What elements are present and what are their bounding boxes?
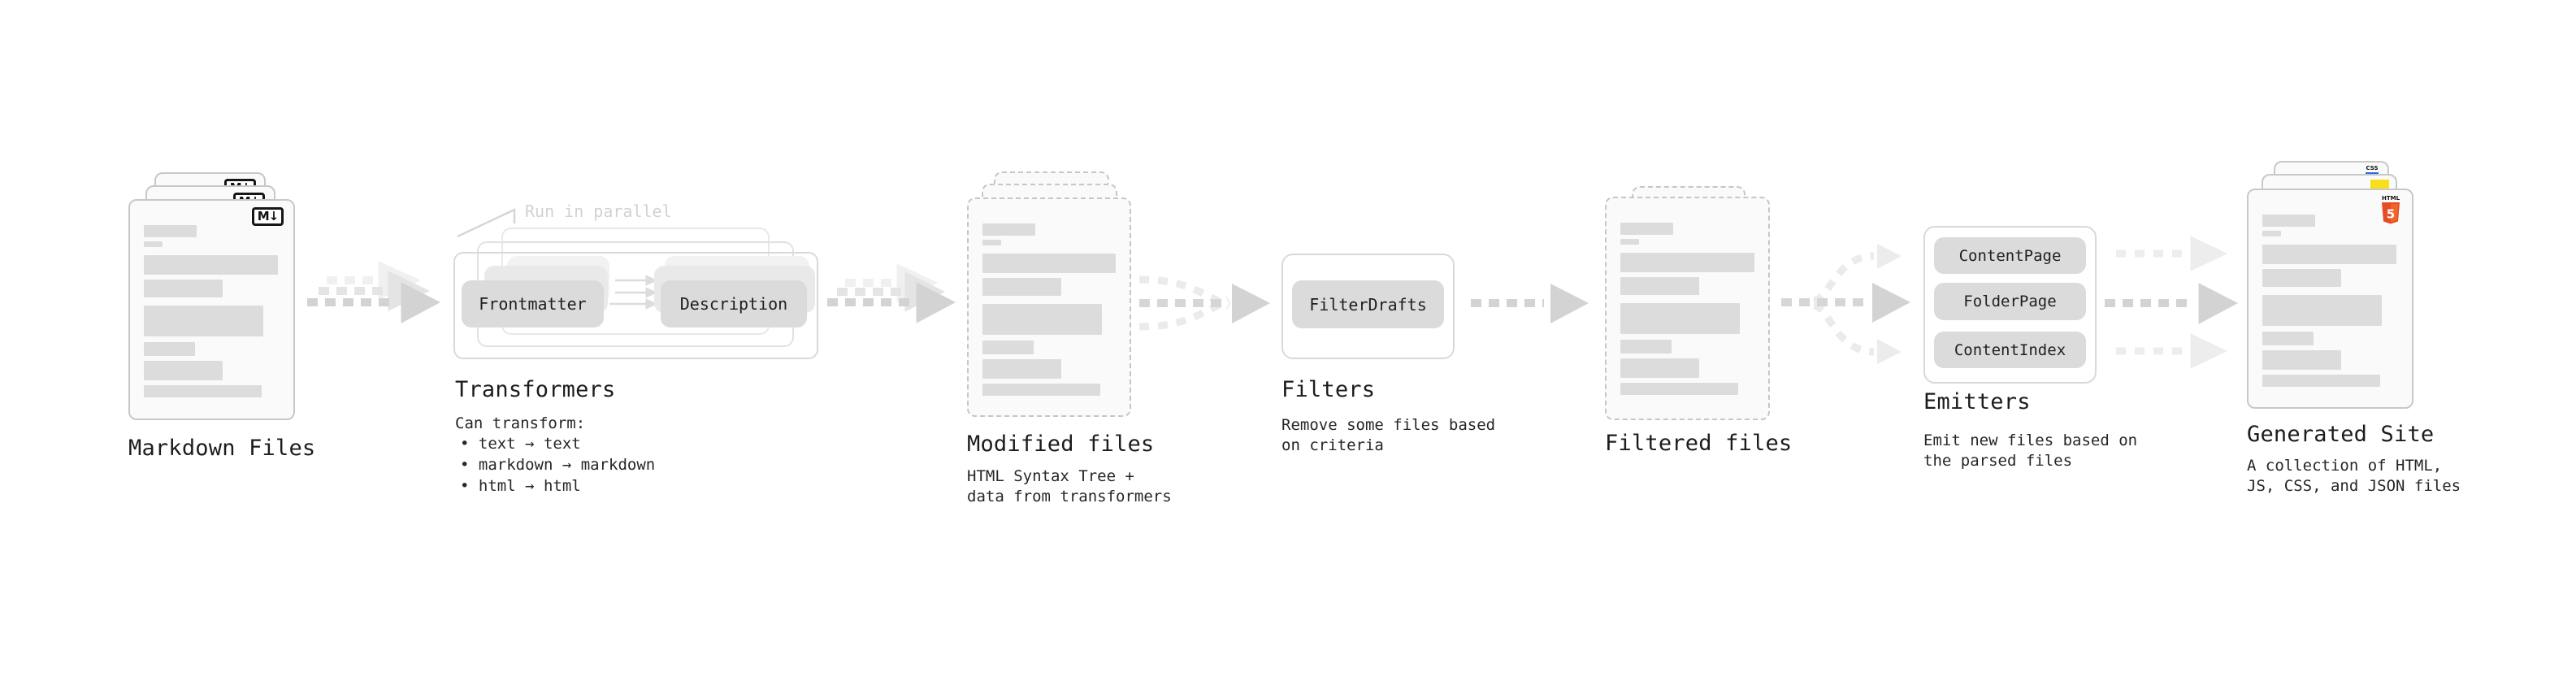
css-icon-label: CSS — [2366, 165, 2379, 171]
doc-content-bar — [144, 241, 163, 247]
filters-heading: Filters — [1281, 377, 1376, 402]
doc-content-bar — [1620, 239, 1639, 245]
filters-note: Remove some files based on criteria — [1281, 416, 1496, 454]
doc-content-bar — [1620, 340, 1672, 354]
js-icon — [2370, 180, 2389, 189]
doc-content-bar — [144, 385, 262, 397]
doc-content-bar — [144, 280, 223, 297]
frontmatter-chip: Frontmatter — [462, 280, 604, 327]
arrow-transformers-to-modified — [827, 263, 956, 323]
transformers-bullets: • text → text • markdown → markdown • ht… — [460, 433, 655, 497]
doc-content-bar — [2262, 269, 2341, 287]
doc-content-bar — [144, 306, 263, 336]
doc-content-bar — [982, 254, 1116, 273]
doc-content-bar — [982, 240, 1001, 245]
doc-content-bar — [1620, 277, 1699, 295]
annotation-callout-line — [457, 208, 516, 238]
doc-content-bar — [144, 255, 278, 275]
doc-content-bar — [982, 304, 1102, 335]
markdown-files-label: Markdown Files — [128, 436, 316, 461]
run-in-parallel-annotation: Run in parallel — [525, 202, 672, 221]
transformers-heading: Transformers — [455, 377, 616, 402]
doc-content-bar — [2262, 295, 2382, 326]
filtered-files-label: Filtered files — [1605, 431, 1793, 456]
modified-files-note: HTML Syntax Tree + data from transformer… — [967, 467, 1172, 505]
arrow-filtered-to-emitters — [1781, 244, 1910, 364]
generated-file-card: HTML 5 — [2247, 189, 2413, 409]
doc-content-bar — [1620, 358, 1699, 378]
doc-content-bar — [2262, 350, 2341, 370]
doc-content-bar — [982, 359, 1061, 379]
doc-content-bar — [982, 278, 1061, 296]
doc-content-bar — [2262, 245, 2396, 264]
arrow-modified-to-filters — [1138, 275, 1270, 331]
modified-file-card — [967, 197, 1131, 417]
bullet-item: • markdown → markdown — [460, 456, 656, 474]
contentpage-chip: ContentPage — [1934, 237, 2086, 274]
doc-content-bar — [1620, 303, 1740, 334]
doc-content-bar — [982, 223, 1035, 236]
svg-text:5: 5 — [2387, 207, 2395, 222]
html5-icon-label: HTML — [2381, 195, 2400, 202]
generated-site-label: Generated Site — [2247, 422, 2435, 447]
arrow-emitters-to-generated — [2105, 236, 2239, 369]
transformers-note-title: Can transform: — [455, 414, 586, 432]
html5-icon: HTML 5 — [2380, 195, 2401, 224]
doc-content-bar — [1620, 223, 1673, 235]
bullet-item: • text → text — [460, 435, 581, 453]
doc-content-bar — [2262, 215, 2315, 227]
arrow-filters-to-filtered — [1471, 284, 1589, 323]
contentindex-chip: ContentIndex — [1934, 332, 2086, 368]
doc-content-bar — [2262, 231, 2281, 236]
doc-content-bar — [144, 361, 223, 380]
transformer-box — [453, 252, 818, 359]
markdown-icon: M↓ — [252, 207, 284, 226]
doc-content-bar — [982, 384, 1100, 396]
doc-content-bar — [144, 225, 197, 237]
doc-content-bar — [144, 342, 195, 356]
filtered-file-card — [1605, 197, 1770, 420]
bullet-item: • html → html — [460, 477, 581, 495]
generated-site-note: A collection of HTML, JS, CSS, and JSON … — [2247, 457, 2461, 495]
arrow-markdown-to-transformers — [307, 261, 441, 323]
doc-content-bar — [2262, 332, 2314, 345]
doc-content-bar — [2262, 375, 2380, 387]
emitters-heading: Emitters — [1923, 389, 2031, 414]
chip-link-arrows — [609, 275, 658, 310]
modified-files-label: Modified files — [967, 432, 1155, 457]
folderpage-chip: FolderPage — [1934, 283, 2086, 320]
doc-content-bar — [982, 340, 1034, 354]
markdown-file-card: M↓ — [128, 199, 295, 420]
description-chip: Description — [661, 280, 807, 327]
emitters-note: Emit new files based on the parsed files — [1923, 432, 2138, 470]
doc-content-bar — [1620, 253, 1754, 272]
filterdrafts-chip: FilterDrafts — [1292, 280, 1444, 328]
doc-content-bar — [1620, 383, 1738, 395]
